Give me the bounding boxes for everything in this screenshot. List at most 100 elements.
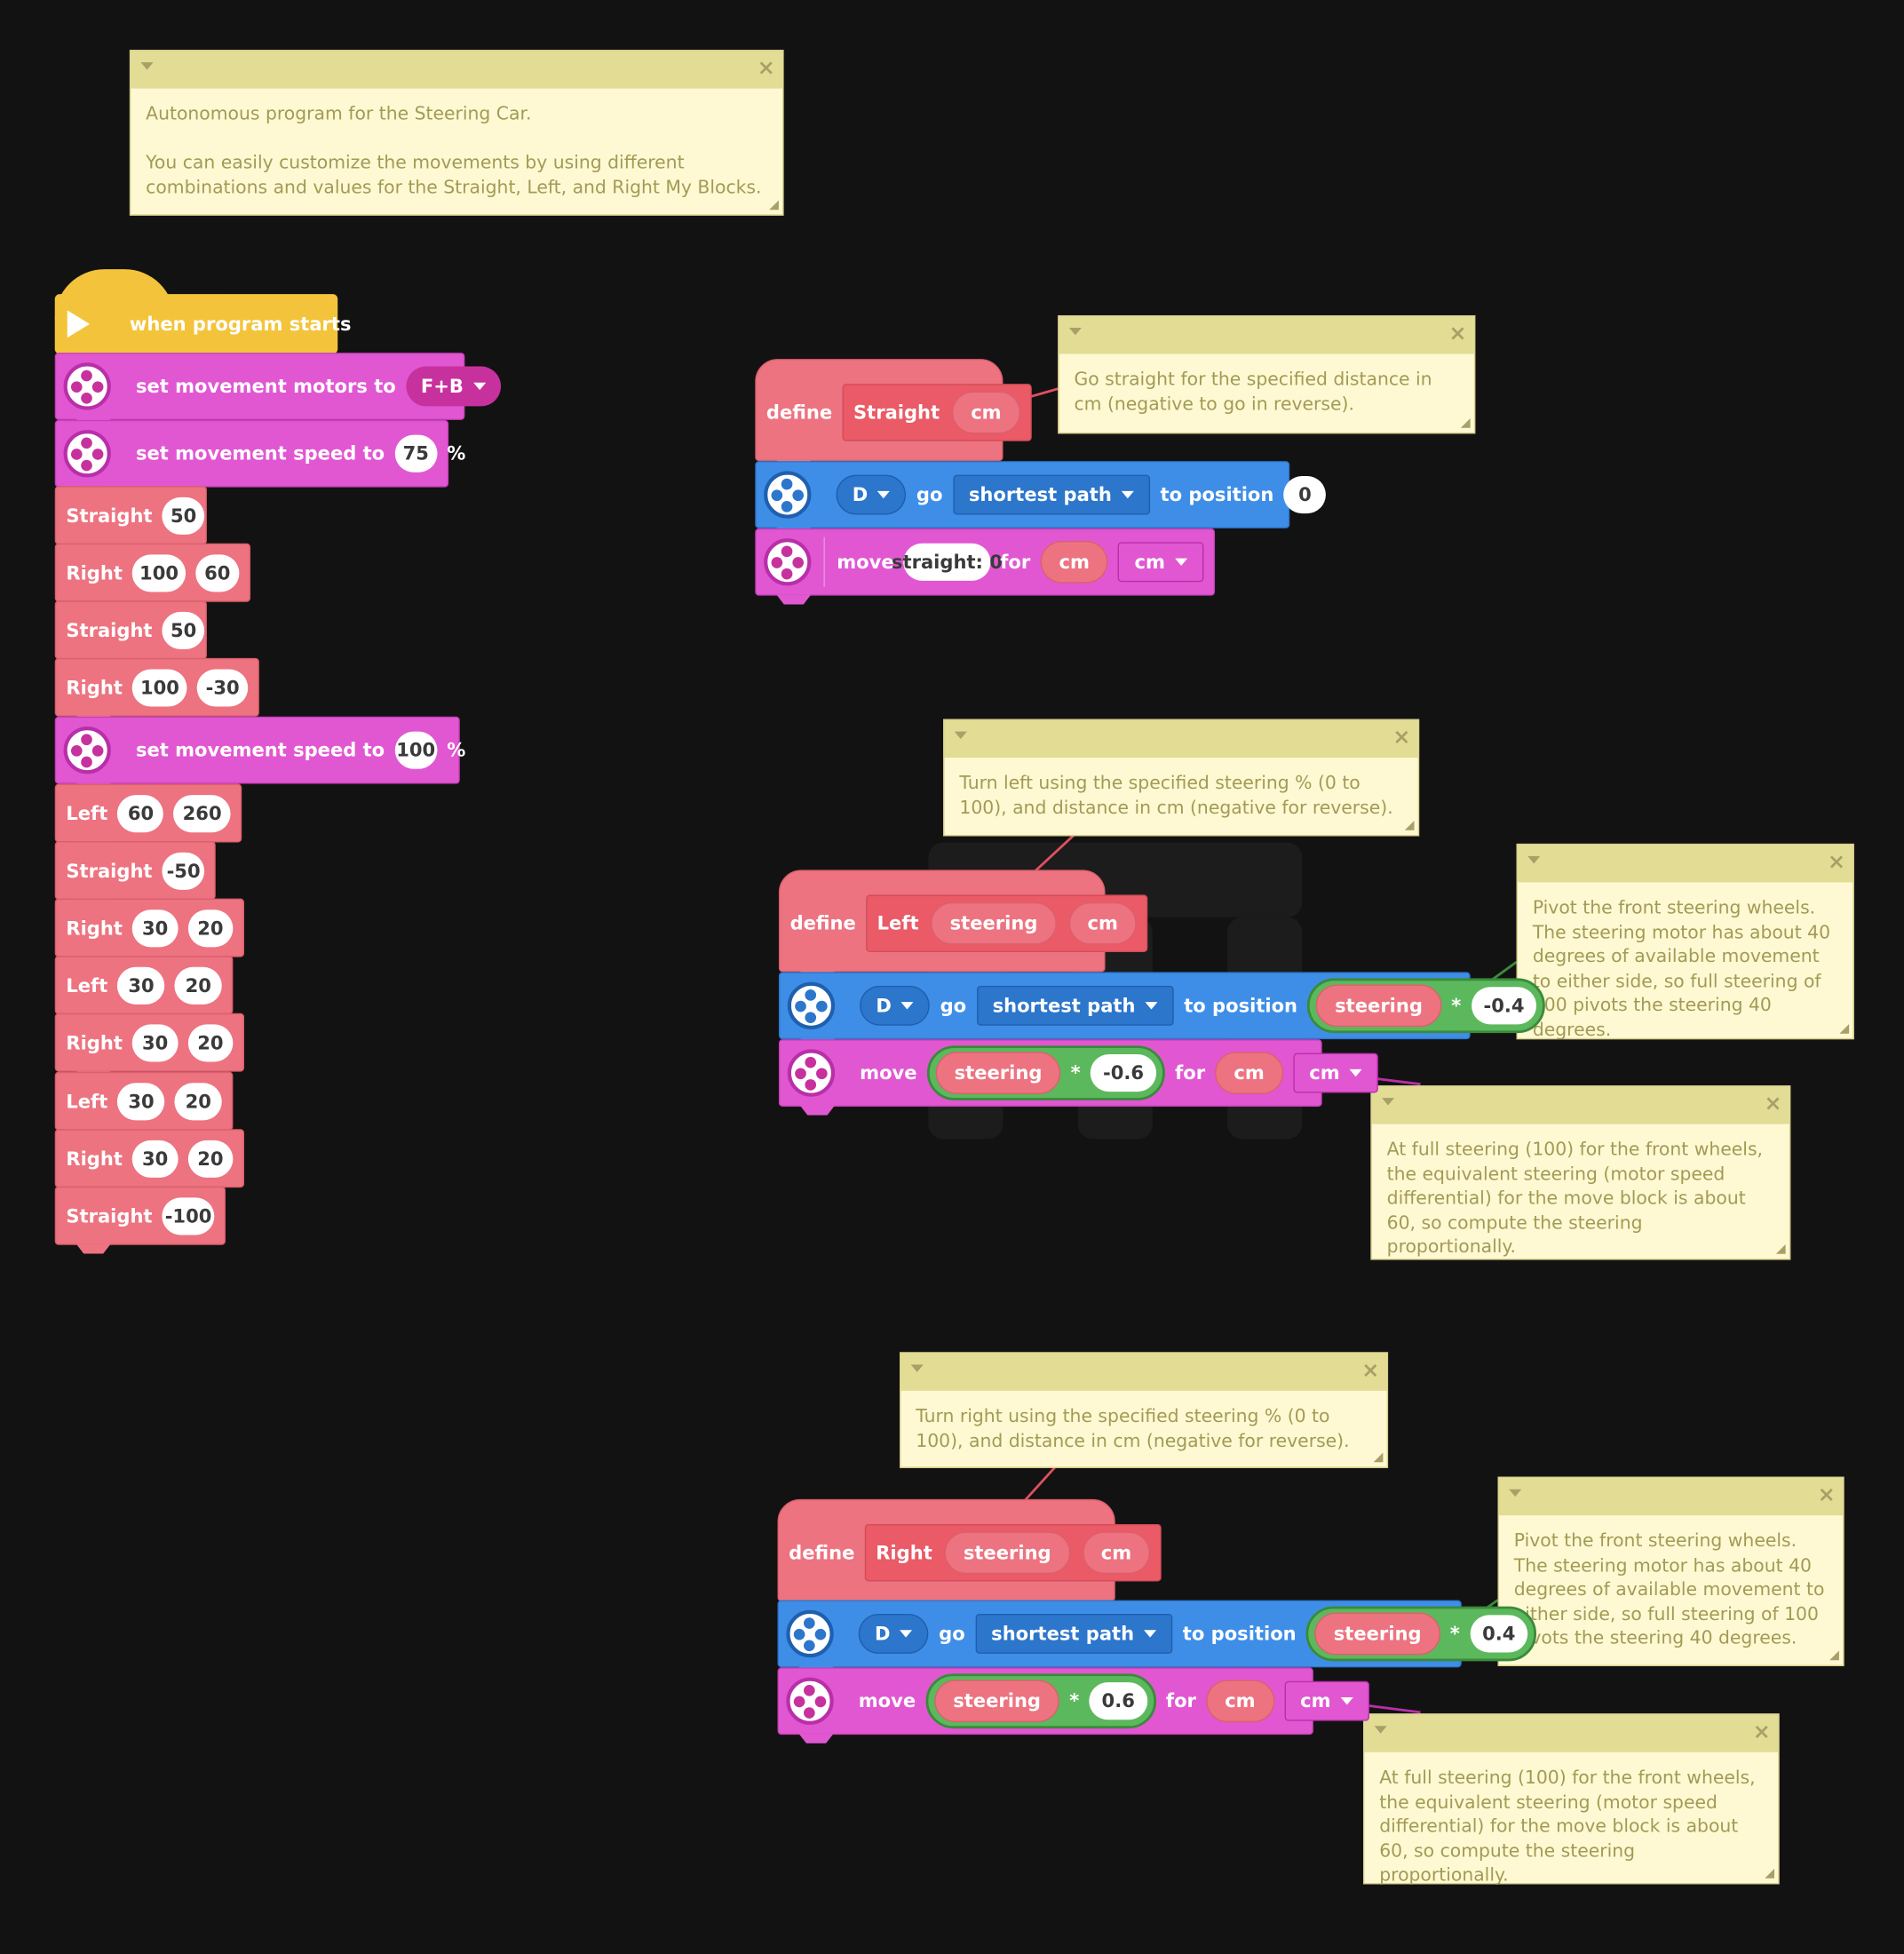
steering-input[interactable]: 100 (132, 553, 186, 592)
steering-input[interactable]: 30 (117, 966, 165, 1005)
move-for-block[interactable]: move steering * -0.6 for cm cm (778, 1039, 1379, 1107)
multiply-operator[interactable]: steering * 0.4 (1305, 1606, 1537, 1662)
port-dropdown[interactable]: D (858, 1614, 929, 1654)
steering-input[interactable]: 30 (117, 1082, 165, 1120)
resize-grip-icon[interactable]: ◢ (1839, 1021, 1850, 1036)
param-cm-reporter[interactable]: cm (1215, 1052, 1283, 1094)
caret-down-icon[interactable] (954, 731, 967, 740)
steering-input[interactable]: straight: 0 (892, 543, 1003, 581)
param-steering[interactable]: steering (944, 1531, 1070, 1575)
caret-down-icon[interactable] (1509, 1489, 1522, 1497)
define-left-block[interactable]: define Left steering cm (778, 870, 1148, 973)
steering-input[interactable]: 30 (132, 1140, 178, 1178)
close-icon[interactable]: × (1448, 321, 1467, 347)
motor-pair-dropdown[interactable]: F+B (405, 366, 501, 407)
resize-grip-icon[interactable]: ◢ (1829, 1648, 1839, 1663)
param-steering[interactable]: steering (931, 902, 1057, 945)
speed-input[interactable]: 100 (394, 731, 438, 769)
comment-pivot-left[interactable]: × Pivot the front steering wheels. The s… (1516, 843, 1854, 1040)
steering-input[interactable]: 60 (117, 794, 164, 832)
caret-down-icon[interactable] (910, 1364, 924, 1372)
distance-input[interactable]: 20 (187, 909, 234, 947)
steering-input[interactable]: 30 (132, 909, 178, 947)
unit-dropdown[interactable]: cm (1118, 542, 1204, 583)
distance-input[interactable]: 260 (173, 794, 231, 832)
close-icon[interactable]: × (757, 56, 775, 82)
right-call-block[interactable]: Right 100 60 (54, 543, 251, 602)
factor-input[interactable]: -0.4 (1471, 987, 1537, 1025)
right-call-block[interactable]: Right 30 20 (54, 1013, 245, 1072)
caret-down-icon[interactable] (1374, 1726, 1387, 1734)
motor-go-to-position-block[interactable]: D go shortest path to position steering … (777, 1600, 1537, 1668)
comment-pivot-right[interactable]: × Pivot the front steering wheels. The s… (1497, 1476, 1844, 1666)
comment-steer-left[interactable]: × At full steering (100) for the front w… (1370, 1085, 1791, 1260)
steering-reporter[interactable]: steering (1316, 984, 1441, 1028)
distance-input[interactable]: 50 (162, 496, 205, 535)
left-call-block[interactable]: Left 60 260 (54, 783, 242, 843)
comment-straight[interactable]: × Go straight for the specified distance… (1058, 314, 1476, 434)
multiply-operator[interactable]: steering * 0.6 (925, 1673, 1156, 1729)
distance-input[interactable]: 50 (162, 611, 205, 649)
distance-input[interactable]: -50 (162, 852, 205, 890)
unit-dropdown[interactable]: cm (1283, 1680, 1370, 1721)
straight-call-block[interactable]: Straight -100 (54, 1186, 226, 1245)
steering-reporter[interactable]: steering (1314, 1612, 1440, 1656)
distance-input[interactable]: 20 (187, 1140, 234, 1178)
comment-left[interactable]: × Turn left using the specified steering… (943, 719, 1420, 837)
port-dropdown[interactable]: D (860, 985, 931, 1026)
comment-steer-right[interactable]: × At full steering (100) for the front w… (1362, 1713, 1780, 1886)
port-dropdown[interactable]: D (836, 474, 907, 515)
steering-input[interactable]: 30 (132, 1023, 178, 1061)
caret-down-icon[interactable] (1382, 1098, 1395, 1106)
resize-grip-icon[interactable]: ◢ (1775, 1242, 1786, 1257)
right-call-block[interactable]: Right 100 -30 (54, 657, 259, 717)
resize-grip-icon[interactable]: ◢ (769, 198, 779, 212)
motor-go-to-position-block[interactable]: D go shortest path to position 0 (755, 461, 1327, 528)
resize-grip-icon[interactable]: ◢ (1404, 818, 1415, 833)
distance-input[interactable]: 20 (174, 966, 222, 1005)
position-input[interactable]: 0 (1283, 475, 1327, 514)
multiply-operator[interactable]: steering * -0.6 (926, 1045, 1165, 1100)
define-right-block[interactable]: define Right steering cm (777, 1498, 1162, 1601)
steering-reporter[interactable]: steering (934, 1680, 1060, 1723)
close-icon[interactable]: × (1827, 849, 1845, 875)
distance-input[interactable]: -100 (162, 1196, 215, 1235)
left-call-block[interactable]: Left 30 20 (54, 956, 234, 1015)
comment-right[interactable]: × Turn right using the specified steerin… (900, 1352, 1389, 1468)
param-cm[interactable]: cm (1082, 1531, 1151, 1575)
close-icon[interactable]: × (1817, 1482, 1836, 1508)
param-cm-reporter[interactable]: cm (1040, 540, 1109, 584)
param-cm-reporter[interactable]: cm (1206, 1680, 1274, 1723)
left-call-block[interactable]: Left 30 20 (54, 1071, 234, 1131)
caret-down-icon[interactable] (1527, 855, 1541, 864)
factor-input[interactable]: -0.6 (1090, 1054, 1157, 1092)
multiply-operator[interactable]: steering * -0.4 (1307, 978, 1546, 1034)
close-icon[interactable]: × (1392, 725, 1411, 751)
steering-input[interactable]: 100 (132, 668, 187, 706)
move-for-block[interactable]: move straight: 0 for cm cm (755, 528, 1216, 596)
direction-dropdown[interactable]: shortest path (976, 985, 1174, 1026)
motor-go-to-position-block[interactable]: D go shortest path to position steering … (778, 972, 1546, 1040)
factor-input[interactable]: 0.4 (1470, 1615, 1528, 1653)
straight-call-block[interactable]: Straight 50 (54, 486, 207, 545)
caret-down-icon[interactable] (140, 62, 154, 70)
set-movement-speed-block[interactable]: set movement speed to 100 % (54, 716, 465, 784)
steering-reporter[interactable]: steering (935, 1052, 1061, 1094)
when-program-starts-block[interactable]: when program starts (54, 269, 352, 354)
distance-input[interactable]: 60 (195, 553, 240, 592)
set-movement-speed-block[interactable]: set movement speed to 75 % (54, 419, 465, 488)
direction-dropdown[interactable]: shortest path (952, 474, 1151, 515)
caret-down-icon[interactable] (1068, 328, 1082, 336)
straight-call-block[interactable]: Straight -50 (54, 841, 216, 901)
right-call-block[interactable]: Right 30 20 (54, 898, 245, 957)
close-icon[interactable]: × (1764, 1092, 1782, 1117)
close-icon[interactable]: × (1752, 1720, 1771, 1745)
speed-input[interactable]: 75 (394, 434, 438, 473)
unit-dropdown[interactable]: cm (1293, 1052, 1379, 1093)
factor-input[interactable]: 0.6 (1089, 1682, 1147, 1720)
param-cm[interactable]: cm (1068, 902, 1137, 945)
set-movement-motors-block[interactable]: set movement motors to F+B (54, 353, 501, 420)
define-straight-block[interactable]: define Straight cm (755, 359, 1032, 462)
close-icon[interactable]: × (1361, 1358, 1380, 1384)
